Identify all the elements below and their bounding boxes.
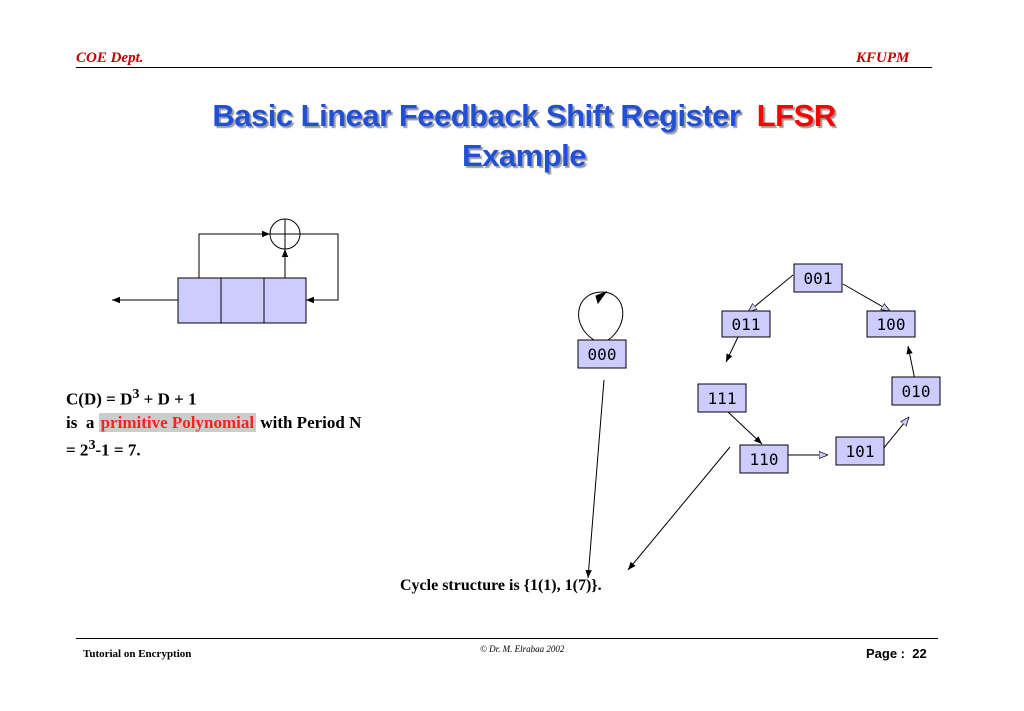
- state-000: 000: [577, 339, 627, 369]
- polynomial-line1: C(D) = D3 + D + 1: [66, 383, 486, 411]
- polynomial-line3: = 23-1 = 7.: [66, 434, 486, 462]
- lfsr-circuit: [112, 218, 339, 324]
- state-100: 100: [866, 310, 916, 338]
- header-dept: COE Dept.: [76, 50, 144, 66]
- state-label: 010: [902, 382, 931, 401]
- self-loop-arc: [578, 291, 624, 341]
- state-label: 111: [708, 389, 737, 408]
- state-label: 011: [732, 315, 761, 334]
- poly-text: with Period N: [256, 412, 362, 432]
- title-acronym: LFSR: [756, 98, 836, 133]
- edge-010-100: [906, 345, 916, 381]
- poly-text: is a: [66, 412, 99, 432]
- state-label: 100: [877, 315, 906, 334]
- shift-register: [177, 277, 307, 324]
- edge-011-111: [725, 336, 739, 363]
- primitive-polynomial-highlight: primitive Polynomial: [98, 412, 257, 432]
- poly-text: C(D) = D: [66, 389, 133, 409]
- poly-exponent: 3: [88, 436, 96, 453]
- state-111: 111: [697, 383, 747, 413]
- footer-tutorial: Tutorial on Encryption: [83, 648, 192, 660]
- feedback-wire: [198, 230, 270, 278]
- state-label: 000: [588, 345, 617, 364]
- state-transitions: [585, 274, 916, 579]
- footer-copyright: © Dr. M. Elrabaa 2002: [480, 644, 565, 654]
- footer-rule: [76, 638, 938, 639]
- pointer-cycle-caption: [627, 446, 731, 571]
- state-001: 001: [793, 263, 843, 293]
- title-line1: Basic Linear Feedback Shift Register: [212, 98, 741, 133]
- state-label: 001: [804, 269, 833, 288]
- state-101: 101: [835, 436, 885, 466]
- cycle-structure-caption: Cycle structure is {1(1), 1(7)}.: [400, 577, 602, 594]
- state-label: 110: [750, 450, 779, 469]
- poly-text: + D + 1: [139, 389, 197, 409]
- xor-output-wire: [300, 233, 339, 304]
- edge-101-010: [882, 417, 909, 450]
- polynomial-text: C(D) = D3 + D + 1 is a primitive Polynom…: [66, 383, 486, 461]
- slide-title: Basic Linear Feedback Shift Register LFS…: [0, 96, 1024, 176]
- self-loop-arrowhead: [595, 290, 608, 305]
- pointer-000-caption: [585, 379, 605, 579]
- edge-001-011: [748, 274, 794, 312]
- edge-001-100: [842, 283, 890, 311]
- poly-exponent: 3: [132, 386, 140, 402]
- page-number: Page : 22: [866, 646, 927, 661]
- self-loop-000: [578, 290, 624, 341]
- state-010: 010: [891, 376, 941, 406]
- state-110: 110: [739, 444, 789, 474]
- state-011: 011: [721, 310, 771, 338]
- poly-text: = 2: [66, 440, 89, 460]
- header-rule: [76, 67, 932, 68]
- polynomial-line2: is a primitive Polynomial with Period N: [66, 411, 486, 434]
- header-university: KFUPM: [856, 50, 910, 66]
- poly-text: -1 = 7.: [95, 440, 141, 460]
- edge-111-110: [727, 411, 763, 445]
- state-label: 101: [846, 442, 875, 461]
- title-line2: Example: [461, 138, 587, 173]
